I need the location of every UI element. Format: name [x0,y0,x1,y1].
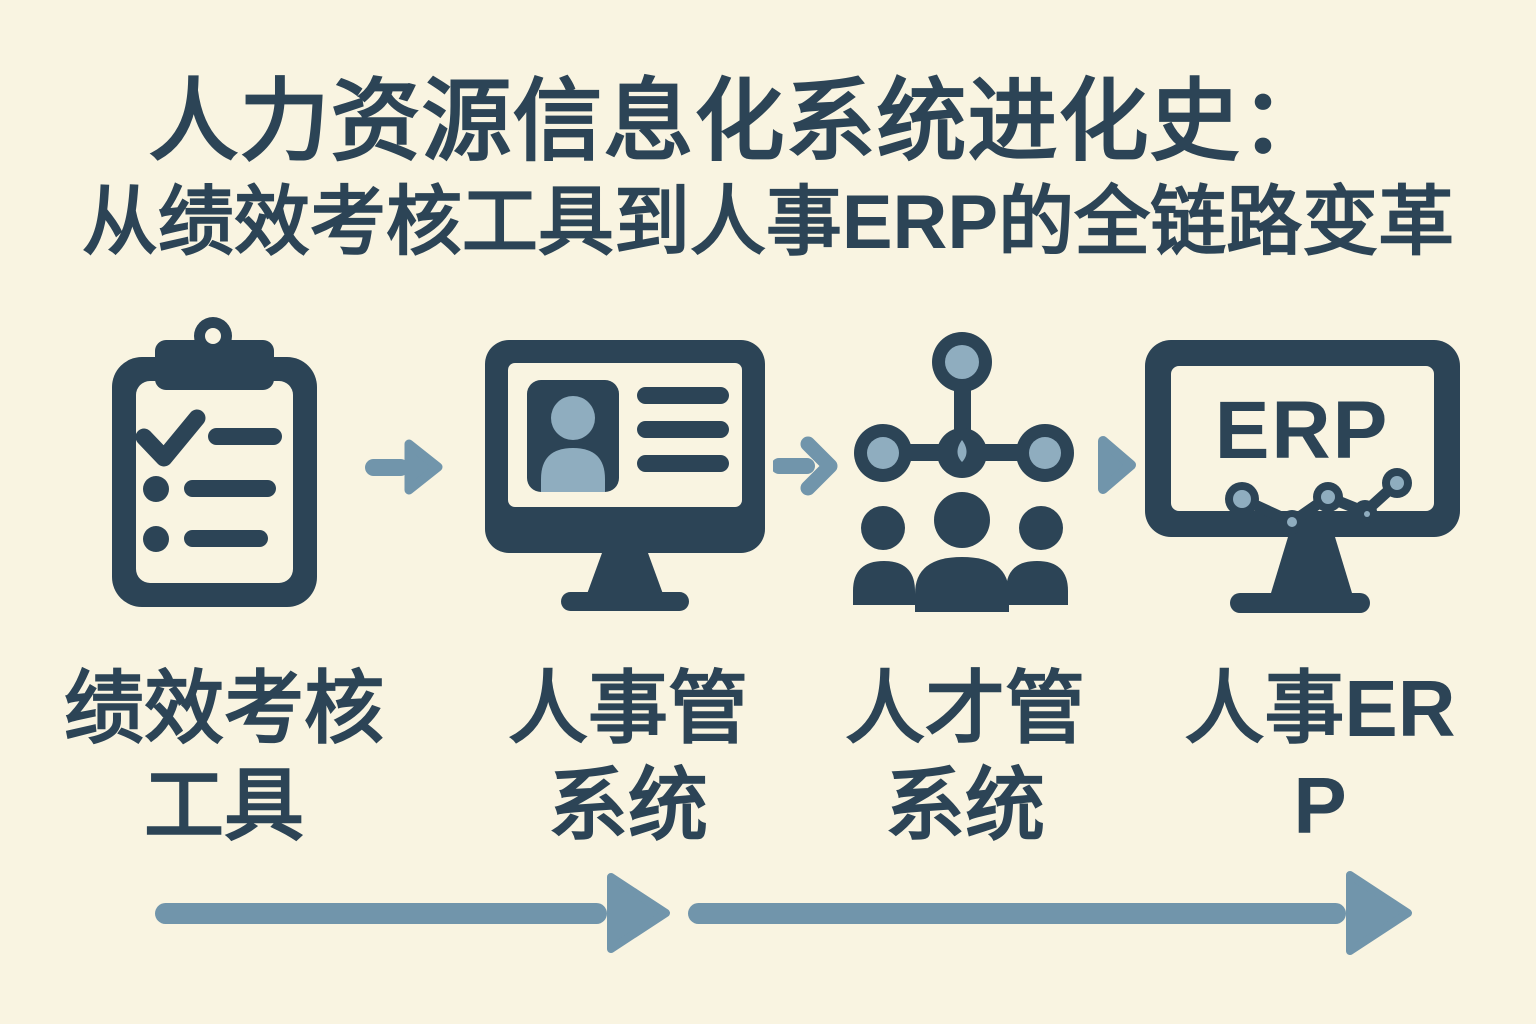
stage-label-line: 绩效考核 [64,664,384,753]
trend-line-chart [1225,468,1412,534]
stage-label-personnel-system: 人事管 系统 [428,660,828,854]
stage-label-line: 人才管 [845,664,1085,753]
stage-label-line: 人事ER [1184,664,1456,753]
person-head [551,396,595,440]
timeline-arrow-segment-2 [688,871,1412,955]
bullet-dot [143,476,169,502]
monitor-base [561,592,689,611]
arrow-right-icon [365,439,443,495]
check-icon [135,409,206,467]
people-group [853,492,1068,612]
erp-monitor-icon: ERP [1145,340,1460,613]
triangle-right-icon [1098,436,1136,494]
stage-label-line: 系统 [885,761,1045,850]
node-drop [957,440,967,462]
text-lines [637,387,729,472]
monitor-base [1230,593,1370,613]
page-subtitle: 从绩效考核工具到人事ERP的全链路变革 [81,180,1455,265]
stage-label-line: P [1293,761,1347,850]
person-body [541,448,605,492]
arrow-right-icon [773,436,838,496]
checklist-rows [135,409,282,552]
org-chart-people-icon [853,332,1074,612]
erp-label: ERP [1215,385,1390,476]
stage-label-line: 系统 [548,761,708,850]
timeline-arrows [155,871,1412,955]
stage-label-performance-tool: 绩效考核 工具 [24,660,424,854]
stage-label-talent-system: 人才管 系统 [765,660,1165,854]
stage-label-line: 工具 [144,761,304,850]
bullet-dot [143,526,169,552]
timeline-arrow-segment-1 [155,873,670,953]
monitor-profile-icon [485,340,765,611]
monitor-neck [1271,537,1352,593]
stage-label-hr-erp: 人事ER P [1120,660,1520,854]
monitor-neck [587,553,663,594]
page-title: 人力资源信息化系统进化史： [148,72,1332,172]
stage-label-line: 人事管 [508,664,748,753]
clipboard-checklist-icon [112,317,317,607]
